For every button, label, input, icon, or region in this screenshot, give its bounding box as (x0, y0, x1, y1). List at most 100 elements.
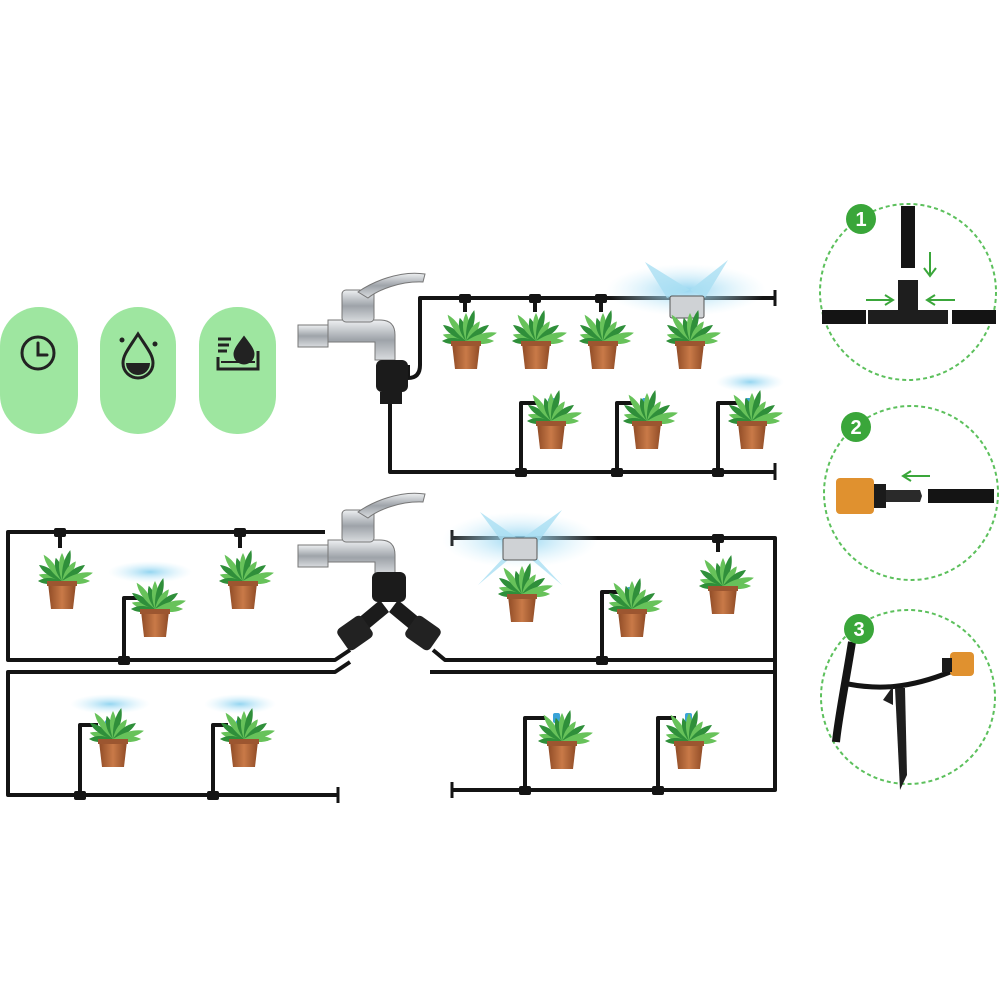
leaf (689, 310, 699, 341)
potted-plants (38, 310, 783, 769)
step-badge (841, 412, 871, 442)
pot-rim (708, 586, 738, 591)
pot-rim (521, 341, 551, 346)
leaf (647, 404, 670, 421)
leaf (536, 324, 559, 341)
step-1: 1 (819, 203, 997, 381)
potted-plant (89, 708, 144, 767)
pot-rim (675, 341, 705, 346)
pot (633, 423, 661, 449)
leaf (90, 722, 113, 739)
feature-pill-timer (0, 307, 78, 434)
leaf (603, 324, 626, 341)
leaf (466, 324, 489, 341)
hose-riser (600, 590, 620, 660)
pot-rim (451, 341, 481, 346)
leaf (443, 324, 466, 341)
step-2: 2 (823, 405, 999, 581)
leaf (690, 324, 713, 341)
leaf (513, 324, 536, 341)
tap-splitter (297, 492, 441, 651)
leaf (242, 550, 252, 581)
leaf (543, 714, 562, 741)
pot (508, 596, 536, 622)
pot (618, 611, 646, 637)
hose-right-return (431, 648, 775, 662)
step-number: 3 (853, 619, 864, 641)
leaf (447, 314, 466, 341)
leaf (752, 404, 775, 421)
leaf (136, 582, 155, 609)
leaf (62, 564, 85, 581)
leaf (700, 569, 723, 586)
leaf (624, 404, 647, 421)
hose-network (6, 290, 777, 803)
pot (676, 343, 704, 369)
potted-plant (623, 390, 678, 449)
leaf (688, 710, 698, 741)
potted-plant (579, 310, 634, 369)
leaf (704, 559, 723, 586)
leaf (113, 719, 127, 739)
pot (230, 741, 258, 767)
pot (537, 423, 565, 449)
pill-background (0, 307, 78, 434)
pot (229, 583, 257, 609)
hose-right-lower (452, 672, 777, 792)
potted-plant (220, 708, 275, 767)
leaf (221, 722, 244, 739)
leaf (132, 592, 155, 609)
potted-plant (131, 578, 186, 637)
pot (589, 343, 617, 369)
leaf (522, 577, 545, 594)
hose-drop (58, 532, 242, 548)
cross-sprayer (502, 295, 705, 561)
leaf (220, 564, 243, 581)
leaf (667, 324, 690, 341)
leaf (690, 321, 704, 341)
leaf (689, 724, 712, 741)
potted-plant (498, 563, 553, 622)
leaf (646, 390, 656, 421)
hose-top-loop (406, 350, 422, 380)
leaf (535, 310, 545, 341)
leaf (609, 592, 632, 609)
spray-effects (70, 260, 784, 714)
leaf (154, 578, 164, 609)
leaf (603, 321, 617, 341)
leaf (112, 708, 122, 739)
leaf (243, 708, 253, 739)
leaf (632, 589, 646, 609)
leaf (723, 569, 746, 586)
feature-pill-water (100, 307, 176, 434)
leaf (521, 563, 531, 594)
hose-right-upper (430, 536, 777, 674)
pot (141, 611, 169, 637)
leaf (551, 404, 574, 421)
leaf (61, 550, 71, 581)
leaf (528, 404, 551, 421)
clock-icon (20, 335, 56, 371)
leaf (244, 722, 267, 739)
leaf (584, 314, 603, 341)
stake-icon (832, 641, 974, 790)
step-3: 3 (820, 609, 996, 790)
leaf (244, 719, 258, 739)
leaf (602, 310, 612, 341)
potted-plant (728, 390, 783, 449)
leaf (517, 314, 536, 341)
leaf (631, 578, 641, 609)
hose-riser (519, 401, 738, 472)
potted-plant (219, 550, 274, 609)
leaf (224, 554, 243, 581)
leaf (522, 574, 536, 594)
leaf (532, 394, 551, 421)
leaf (466, 321, 480, 341)
leaf (43, 554, 62, 581)
leaf (580, 324, 603, 341)
potted-plant (665, 710, 720, 769)
pot (522, 343, 550, 369)
leaf (733, 394, 752, 421)
leaf (562, 721, 576, 741)
